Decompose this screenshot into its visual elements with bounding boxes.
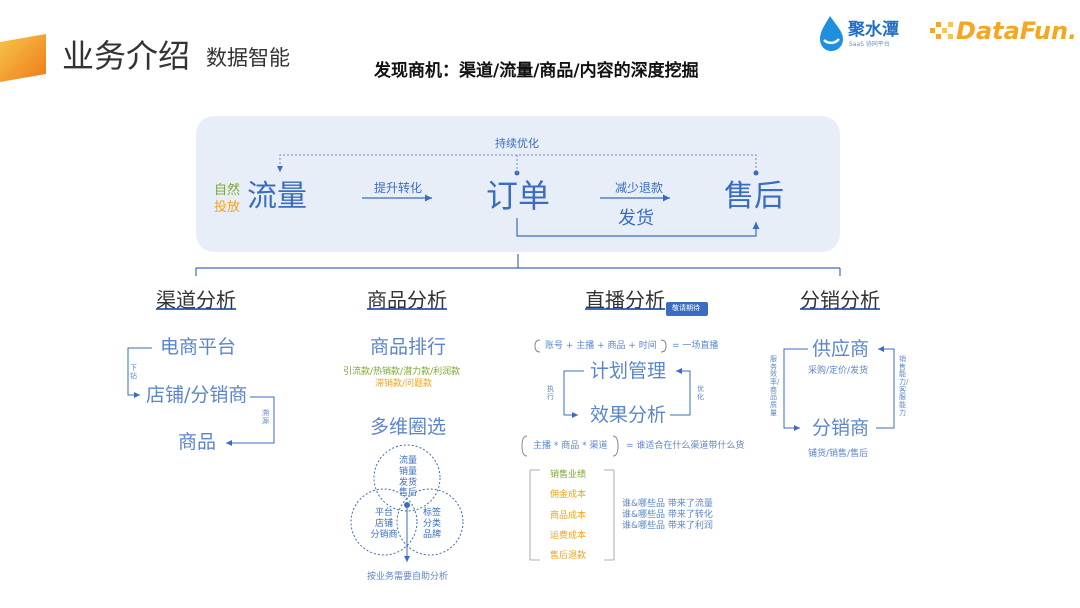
product-node: 商品: [178, 431, 217, 453]
shipping-label: 发货: [618, 208, 654, 229]
reduce-refund-label: 减少退款: [615, 181, 664, 195]
live-formula: 账号 + 主播 + 商品 + 时间: [545, 341, 657, 351]
venn-circle-channels: 平台 店铺 分销商: [368, 508, 400, 540]
page-subtitle: 数据智能: [206, 46, 290, 70]
loop-label: 持续优化: [495, 137, 539, 150]
service-quality-note: 服务效率/商品质量: [770, 355, 780, 417]
venn-attr-tag: 标签: [422, 508, 441, 518]
venn-channel-store: 店铺: [374, 518, 393, 529]
optimize-label: 优化: [697, 385, 704, 401]
live-analysis-title: 直播分析: [585, 288, 665, 312]
goods-analysis-title: 商品分析: [367, 288, 447, 312]
match-formula: 主播 * 商品 * 渠道: [533, 441, 608, 451]
drill-down-label: 下钻: [130, 364, 137, 380]
venn-metric-aftersale: 售后: [398, 488, 417, 499]
ranking-types-line1: 引流款/热销款/潜力款/利润款: [343, 367, 461, 377]
venn-metric-shipping: 发货: [398, 477, 417, 488]
insight-conversion: 谁&哪些品 带来了转化: [622, 510, 713, 520]
venn-circle-metrics: 流量 销量 发货 售后: [396, 456, 420, 499]
improve-conversion-label: 提升转化: [374, 181, 423, 195]
order-node: 订单: [486, 177, 551, 215]
traffic-node: 流量: [247, 179, 307, 214]
paid-label: 投放: [214, 200, 241, 215]
plan-management-node: 计划管理: [590, 360, 667, 382]
distributor-desc: 铺货/销售/售后: [808, 449, 869, 459]
coming-soon-text: 敬请期待: [672, 304, 700, 312]
trace-source-label: 溯源: [262, 409, 269, 425]
distributor-node: 分销商: [812, 417, 870, 439]
venn-attr-category: 分类: [422, 518, 441, 529]
effect-analysis-node: 效果分析: [590, 404, 667, 426]
metric-commission: 佣金成本: [550, 490, 587, 500]
metric-product-cost: 商品成本: [550, 511, 587, 521]
channel-analysis-title: 渠道分析: [156, 288, 236, 312]
after-sale-node: 售后: [724, 179, 784, 214]
metric-sales: 销售业绩: [550, 470, 587, 480]
metric-freight: 运费成本: [550, 531, 587, 541]
corner-decoration: [0, 34, 46, 82]
sales-service-note: 销售能力/客服能力: [899, 355, 909, 417]
insight-profit: 谁&哪些品 带来了利润: [622, 521, 713, 531]
supplier-desc: 采购/定价/发货: [808, 366, 869, 376]
match-formula-result: = 谁适合在什么渠道带什么货: [626, 441, 745, 451]
distribution-analysis-title: 分销分析: [800, 288, 880, 312]
venn-channel-distributor: 分销商: [370, 529, 398, 540]
execute-label: 执行: [547, 385, 554, 401]
logo-jst-text: 聚水潭: [848, 20, 899, 40]
venn-attr-brand: 品牌: [422, 529, 441, 540]
headline: 发现商机：渠道/流量/商品/内容的深度挖掘: [374, 61, 699, 81]
store-distributor-node: 店铺/分销商: [146, 384, 248, 406]
venn-metric-sales: 销量: [398, 466, 417, 477]
ecommerce-platform-node: 电商平台: [160, 336, 237, 358]
water-drop-icon: [820, 16, 843, 51]
venn-metric-traffic: 流量: [398, 456, 417, 466]
venn-circle-attributes: 标签 分类 品牌: [420, 508, 444, 540]
ranking-types-line2: 滞销款/问题款: [375, 379, 433, 389]
supplier-node: 供应商: [812, 338, 870, 360]
insight-traffic: 谁&哪些品 带来了流量: [622, 499, 713, 509]
self-service-analysis-label: 按业务需要自助分析: [367, 572, 449, 582]
product-ranking-node: 商品排行: [370, 336, 447, 358]
coming-soon-badge: 敬请期待: [666, 302, 708, 316]
venn-channel-platform: 平台: [374, 508, 393, 518]
datafun-pixel-icon: [930, 22, 953, 39]
live-formula-result: = 一场直播: [672, 341, 719, 351]
flow-panel: [196, 116, 840, 252]
metric-refund: 售后退款: [550, 551, 587, 561]
logo-datafun-text: DataFun.: [956, 17, 1078, 45]
natural-label: 自然: [214, 183, 241, 198]
multi-dimension-node: 多维圈选: [370, 416, 447, 438]
page-title: 业务介绍: [62, 37, 191, 75]
logo-jst-subtext: SaaS 协同平台: [849, 41, 890, 48]
